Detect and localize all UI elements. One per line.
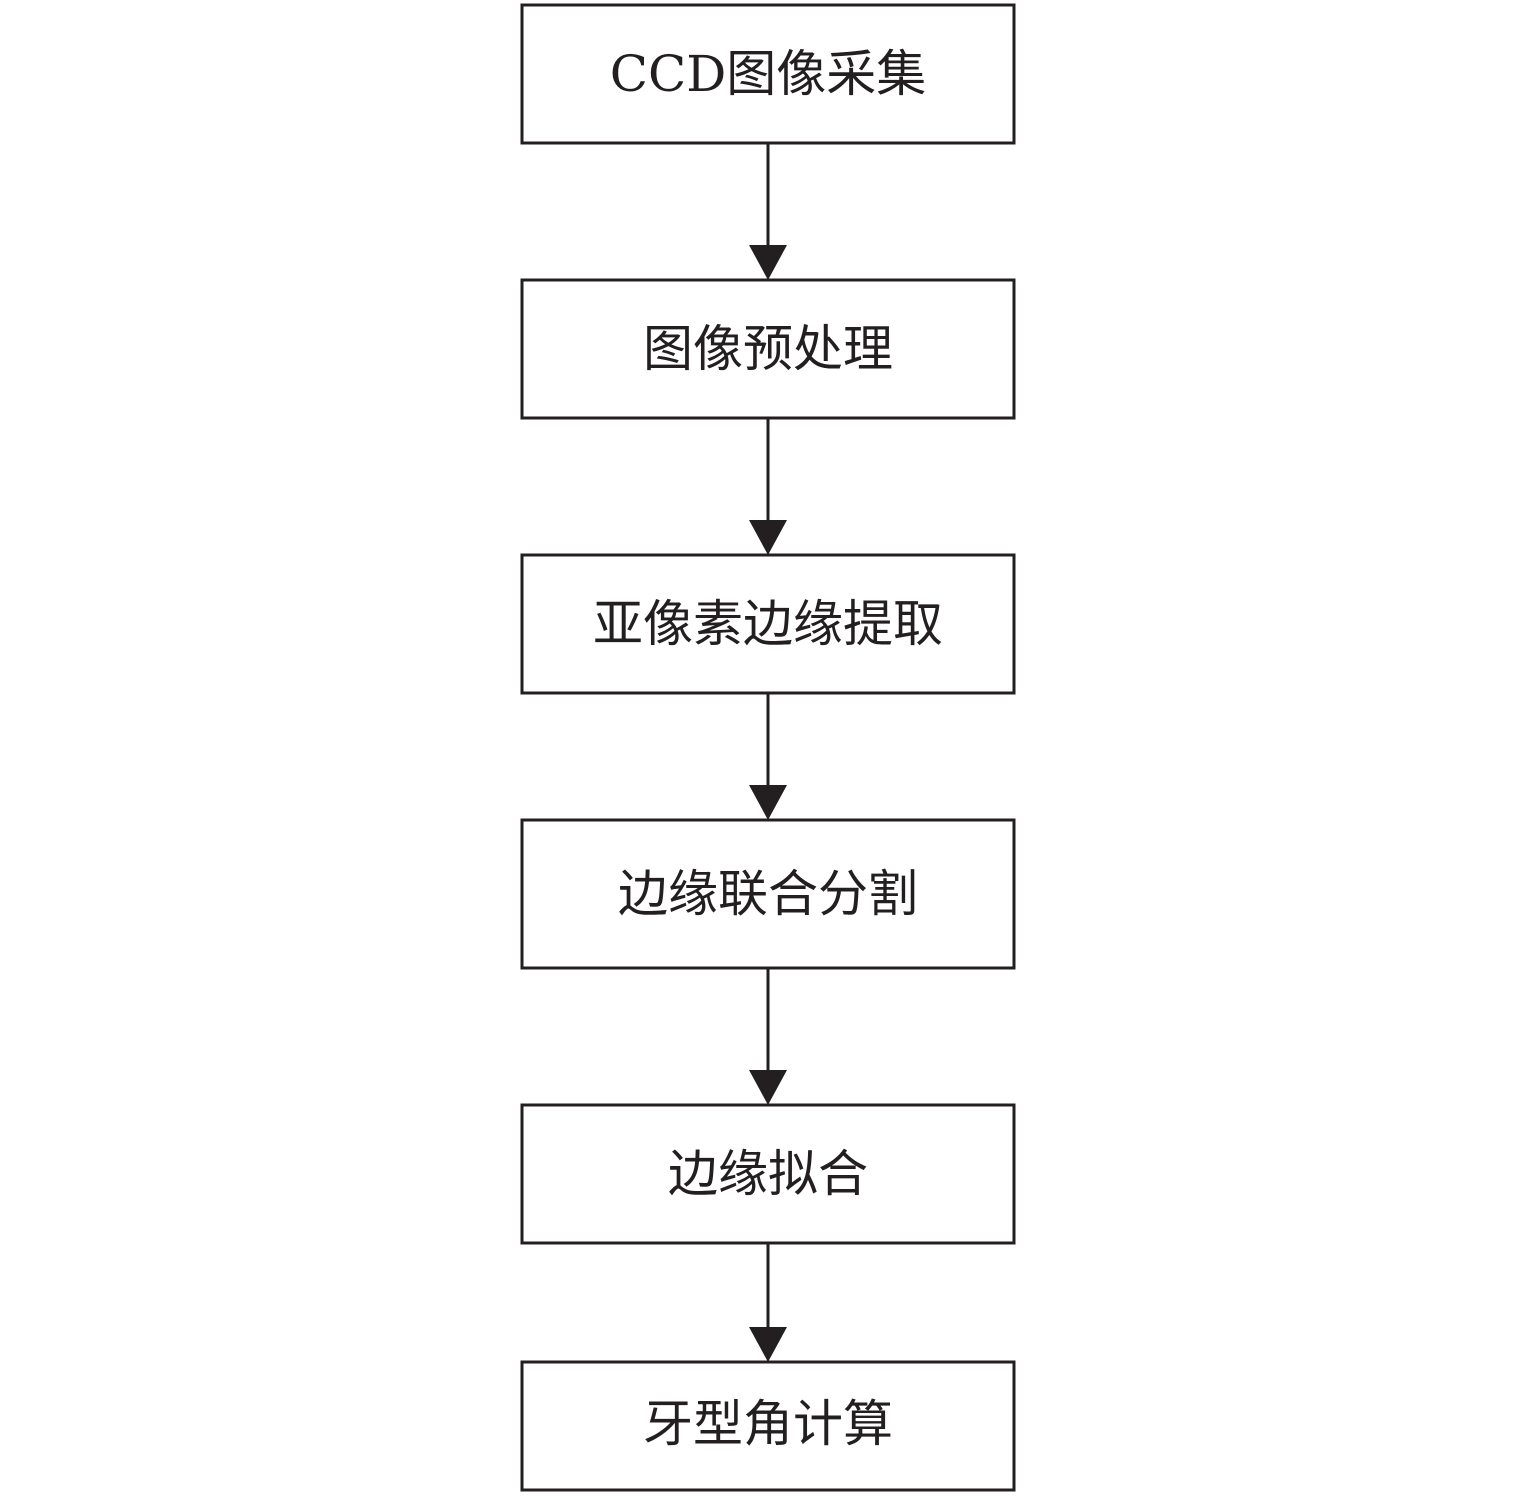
step-label: 牙型角计算 xyxy=(643,1395,893,1453)
step-image-preprocessing: 图像预处理 xyxy=(520,278,1016,420)
step-box xyxy=(520,1360,1016,1492)
arrow-s5-to-s6 xyxy=(749,1243,787,1362)
step-label: 边缘联合分割 xyxy=(618,865,918,923)
step-box xyxy=(520,553,1016,695)
step-box xyxy=(520,278,1016,420)
arrow-s2-to-s3 xyxy=(749,418,787,555)
arrow-head xyxy=(749,520,787,555)
step-thread-angle-calculation: 牙型角计算 xyxy=(520,1360,1016,1492)
step-subpixel-edge-extraction: 亚像素边缘提取 xyxy=(520,553,1016,695)
arrow-s4-to-s5 xyxy=(749,968,787,1105)
arrow-s1-to-s2 xyxy=(749,143,787,280)
step-ccd-image-acquisition: CCD图像采集 xyxy=(520,3,1016,145)
step-label: CCD图像采集 xyxy=(610,45,927,103)
step-edge-fitting: 边缘拟合 xyxy=(520,1103,1016,1245)
step-label: 图像预处理 xyxy=(643,320,893,378)
step-box xyxy=(520,1103,1016,1245)
arrow-s3-to-s4 xyxy=(749,693,787,820)
arrow-head xyxy=(749,1327,787,1362)
step-box xyxy=(520,3,1016,145)
arrow-head xyxy=(749,1070,787,1105)
arrow-head xyxy=(749,245,787,280)
arrow-head xyxy=(749,785,787,820)
step-label: 亚像素边缘提取 xyxy=(593,595,943,653)
step-label: 边缘拟合 xyxy=(668,1145,868,1203)
step-edge-joint-segmentation: 边缘联合分割 xyxy=(520,818,1016,970)
